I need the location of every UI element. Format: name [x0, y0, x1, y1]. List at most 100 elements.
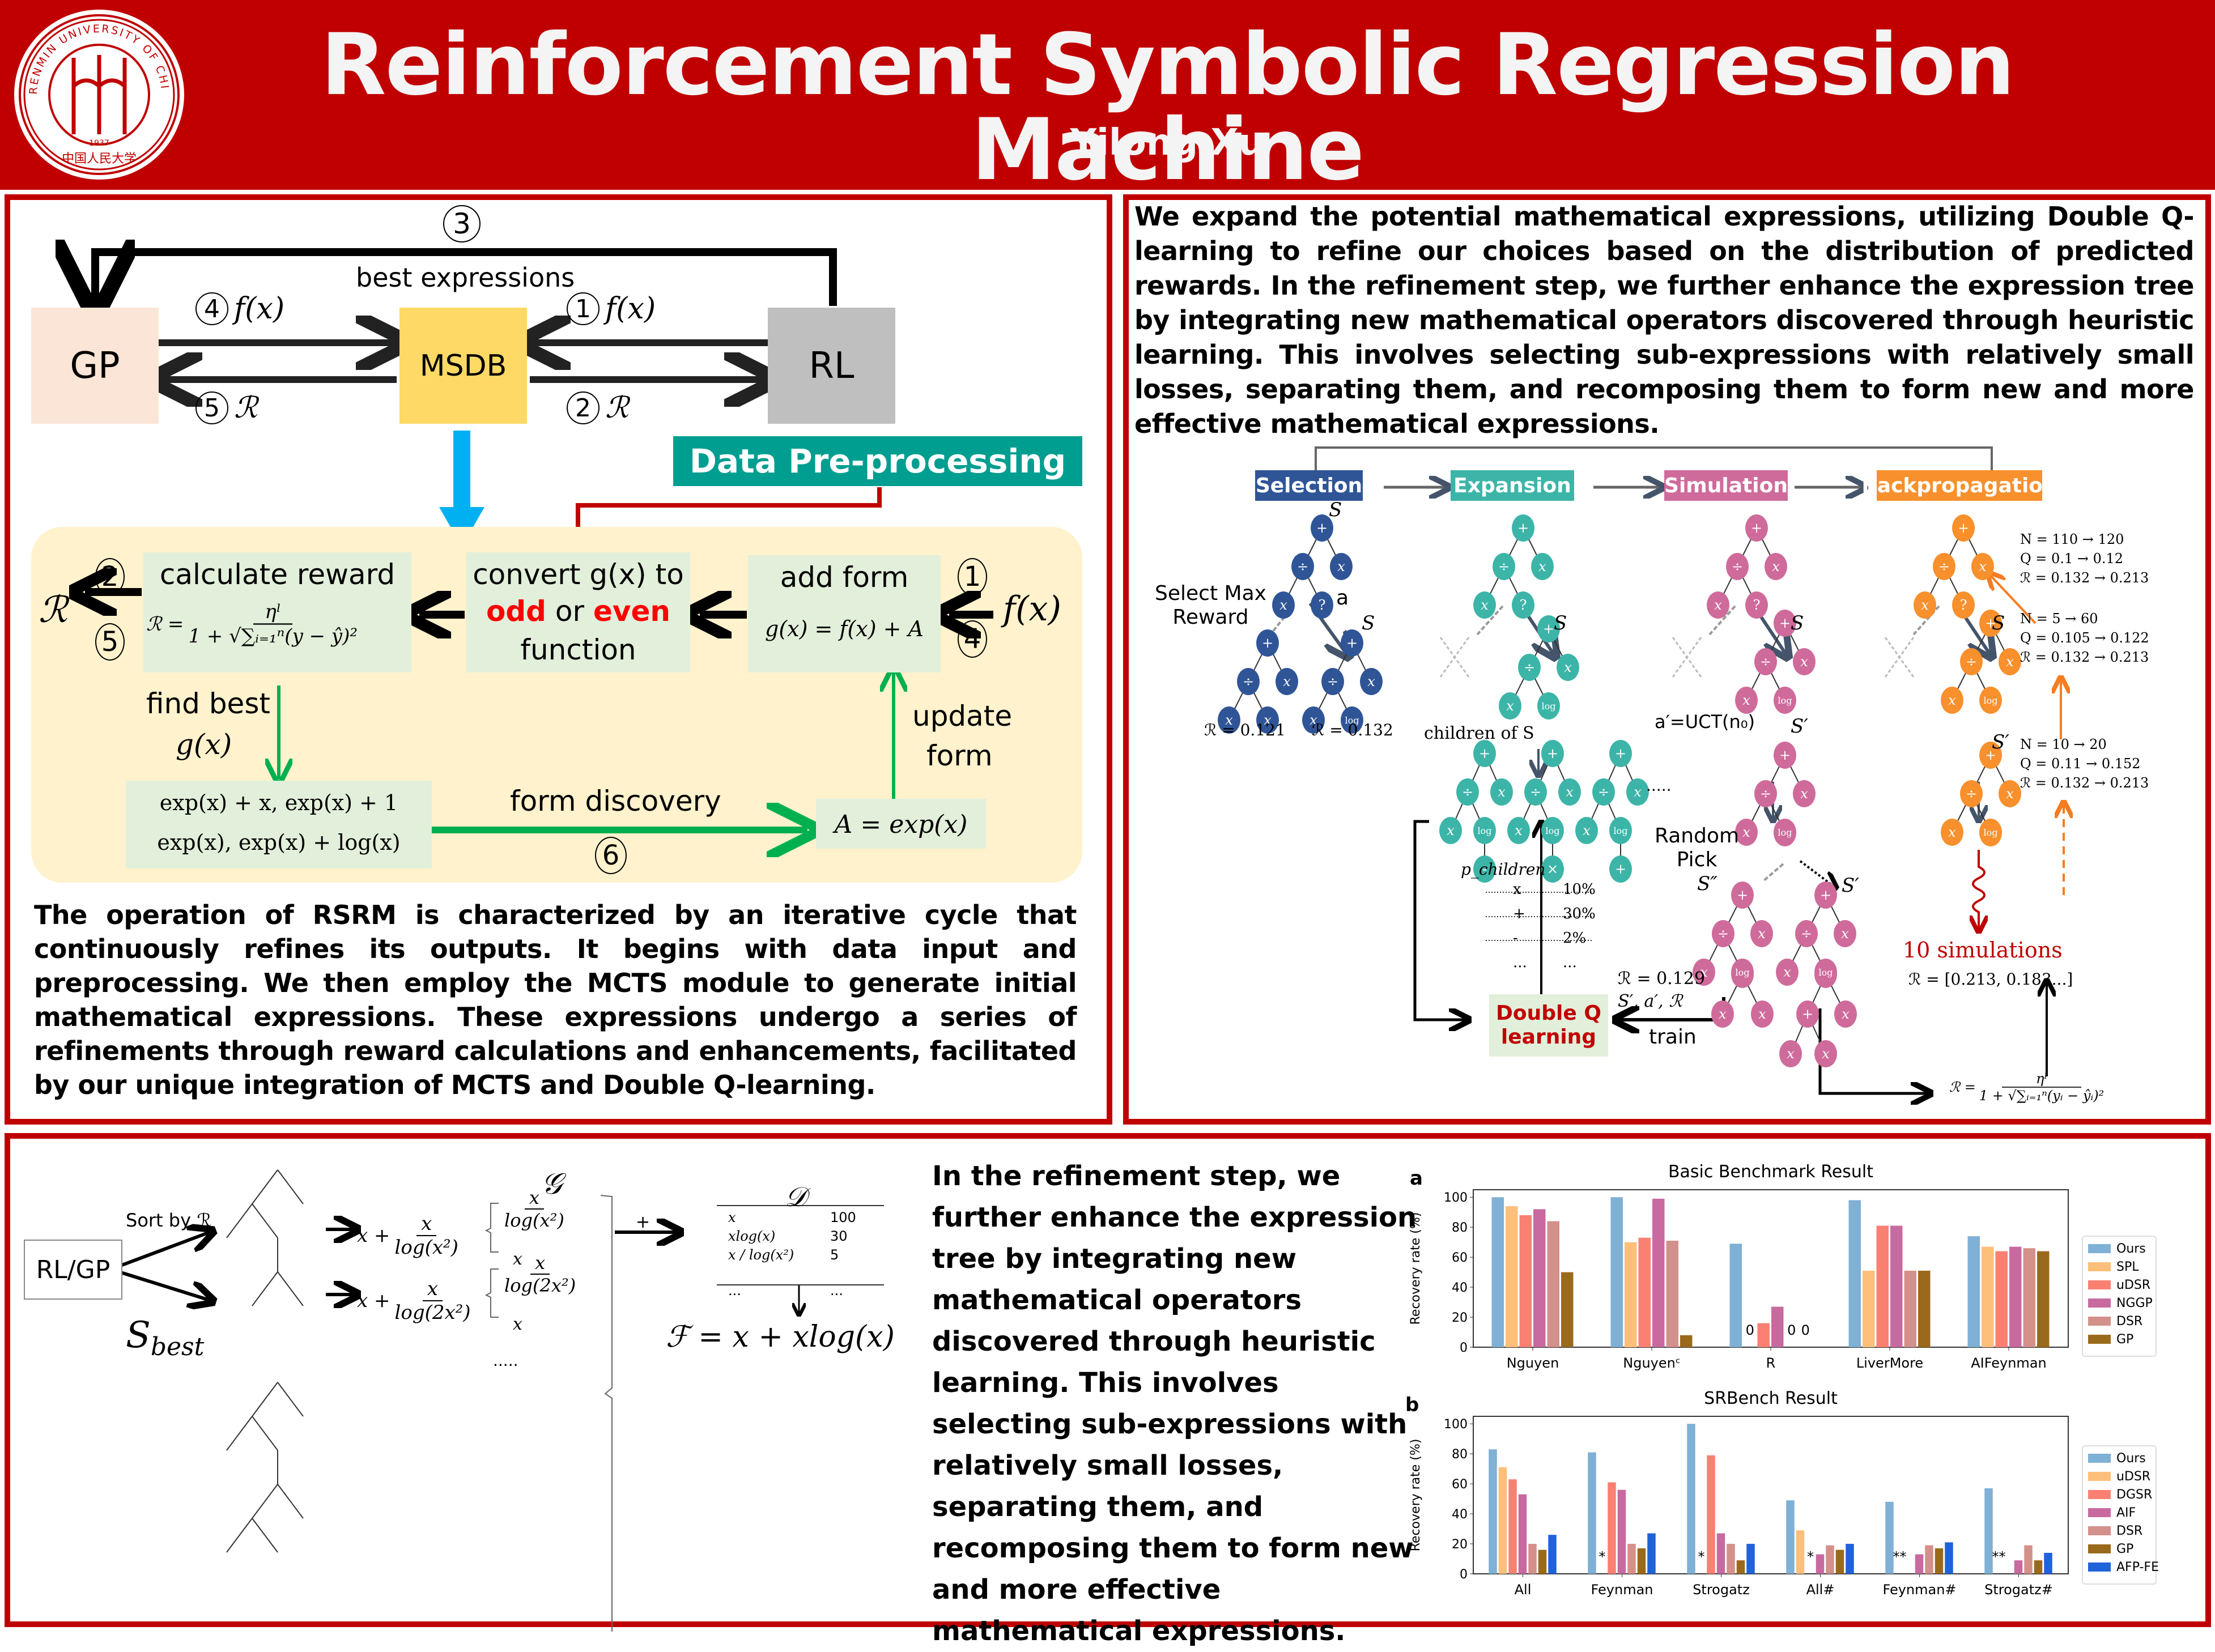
bar-nggp — [2009, 1246, 2022, 1347]
tree-edge — [252, 1518, 278, 1553]
bar-ours — [1786, 1500, 1795, 1574]
convert-bg — [466, 552, 690, 672]
odd-word: odd — [486, 595, 546, 628]
bar-udsr — [1638, 1237, 1651, 1347]
backprop-s-prime: S′ — [1992, 731, 2010, 753]
reward-formula: ℛ = ηˡ 1 + √∑ᵢ₌₁ⁿ(y − ŷ)² — [146, 601, 358, 648]
bar-spl — [1863, 1270, 1875, 1347]
legend-label: AFP-FE — [2116, 1560, 2159, 1574]
tree-node-x: x — [1779, 1040, 1802, 1067]
select-max-reward: Select Max Reward — [1155, 582, 1266, 629]
s-r: ℛ = 0.132 → 0.213 — [2020, 649, 2149, 665]
bar-gp — [2034, 1560, 2043, 1574]
y-axis-label: Recovery rate (%) — [1409, 1212, 1423, 1325]
expression-2: x + x log(2x²) — [357, 1278, 471, 1324]
step-2-label: 2 ℛ — [567, 391, 629, 425]
poster-header: 1937 RENMIN UNIVERSITY OF CHINA 中国人民大学 R… — [0, 0, 2215, 199]
best-expressions-label: best expressions — [356, 262, 575, 293]
legend-swatch — [2088, 1298, 2111, 1308]
legend-label: SPL — [2116, 1260, 2139, 1274]
poster-author: Yilong Xu — [1070, 122, 1265, 164]
bar-spl — [1506, 1206, 1518, 1347]
legend-swatch — [2088, 1335, 2111, 1344]
random-pick-line-2: Pick — [1676, 848, 1717, 871]
root-n: N = 110 → 120 — [2020, 531, 2124, 547]
s-best: Sbest — [126, 1314, 204, 1361]
bar-gp — [1736, 1560, 1745, 1574]
root-q: Q = 0.1 → 0.12 — [2020, 551, 2124, 567]
bar-gp — [1538, 1549, 1547, 1574]
bar-dsr — [1627, 1544, 1636, 1574]
tree-node-div: ÷ — [1754, 648, 1777, 675]
tree-node-log: log — [1814, 959, 1837, 986]
find-best-label: find best — [146, 687, 270, 720]
sprime-r: ℛ = 0.132 → 0.213 — [2020, 775, 2149, 791]
tree-node-x: x — [1999, 780, 2021, 807]
d-table-expr: x — [728, 1210, 736, 1225]
step-2-reward: ℛ — [605, 391, 629, 425]
d-table-expr: ... — [728, 1283, 741, 1298]
cycle-step-2: 2 — [95, 558, 125, 595]
sar-tuple: S′, a′, ℛ — [1618, 991, 1683, 1011]
split1-num: x — [524, 1187, 544, 1210]
refinement-arrows — [118, 1169, 884, 1632]
legend-label: uDSR — [2116, 1470, 2150, 1484]
tree-node-plus: + — [1979, 610, 2002, 637]
expr2-fraction: x log(2x²) — [394, 1278, 470, 1324]
x-tick-label: Strogatz — [1693, 1582, 1750, 1598]
tree-node-plus: + — [1473, 740, 1496, 767]
form-discovery-label: form discovery — [510, 785, 721, 818]
chart-a-letter: a — [1410, 1167, 1423, 1190]
bar-aif — [1617, 1489, 1626, 1574]
legend-swatch — [2088, 1526, 2111, 1535]
d-table-count: ... — [830, 1283, 843, 1298]
expr1-prefix: x + — [357, 1224, 390, 1247]
tree-node-div: ÷ — [1524, 778, 1547, 806]
legend-swatch — [2088, 1490, 2111, 1499]
d-table-count: 30 — [830, 1228, 848, 1244]
backprop-root-stats: N = 110 → 120 Q = 0.1 → 0.12 ℛ = 0.132 →… — [2020, 530, 2149, 587]
bar-nggp — [1890, 1225, 1903, 1347]
y-tick-label: 0 — [1460, 1568, 1468, 1582]
tree-node-plus: + — [1774, 742, 1796, 769]
bar-dsr — [1547, 1221, 1559, 1347]
tree-node-plus: + — [1541, 740, 1564, 767]
tree-node-div: ÷ — [1456, 778, 1479, 806]
legend-swatch — [2088, 1472, 2111, 1481]
msdb-box: MSDB — [399, 308, 527, 424]
selection-child-s: S — [1362, 612, 1375, 635]
step-1-number: 1 — [567, 292, 600, 325]
even-word: even — [593, 595, 670, 628]
reward-right: ℛ = 0.132 — [1312, 721, 1393, 739]
tree-node-plus: + — [1537, 615, 1560, 642]
data-preprocessing-box: Data Pre-processing — [673, 436, 1082, 486]
panel-refinement — [5, 1133, 2211, 1627]
tree-node-x: x — [1490, 778, 1513, 806]
legend-label: GP — [2116, 1542, 2133, 1556]
bar-afp-fe — [2044, 1552, 2052, 1574]
train-label: train — [1649, 1025, 1697, 1049]
poster-title: Reinforcement Symbolic Regression Machin… — [321, 16, 2015, 199]
y-tick-label: 60 — [1452, 1478, 1468, 1492]
tree-node-x: x — [1711, 1000, 1734, 1028]
d-table-count: 100 — [830, 1210, 856, 1225]
legend-swatch — [2088, 1508, 2111, 1517]
mcts-reward-num: ηˡ — [2001, 1071, 2082, 1088]
tree-node-x: x — [1507, 817, 1530, 844]
tree-node-div: ÷ — [1795, 920, 1818, 947]
split-1-top: x log(x²) — [504, 1187, 564, 1231]
tree-edge — [252, 1484, 278, 1519]
tree-node-log: log — [1541, 817, 1564, 844]
tree-node-div: ÷ — [1321, 668, 1344, 695]
bar-annotation: 0 — [1801, 1322, 1810, 1338]
step-4-number: 4 — [195, 292, 228, 325]
bar-dsr — [1826, 1545, 1834, 1574]
tree-node-x: x — [1834, 920, 1856, 947]
cycle-step-5: 5 — [95, 623, 125, 661]
tree-node-log: log — [1341, 706, 1363, 734]
find-best-gx: g(x) — [176, 728, 232, 761]
bar-ours — [1967, 1236, 1980, 1347]
tree-node-x: x — [1751, 1000, 1774, 1028]
gp-box: GP — [31, 308, 159, 424]
